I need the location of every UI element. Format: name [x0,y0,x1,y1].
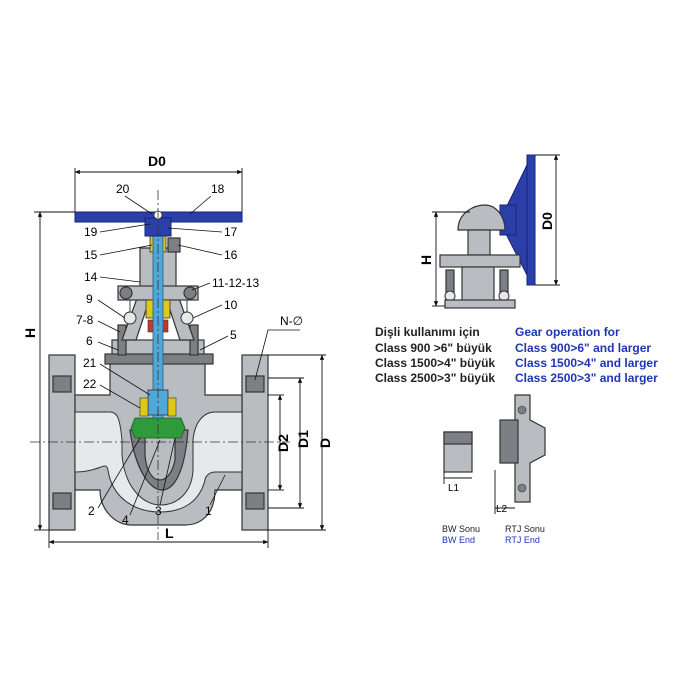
part-20: 20 [116,182,130,196]
d0-gear-label: D0 [539,212,555,230]
part-5: 5 [230,328,237,342]
rtj-end-shape [514,394,546,503]
main-valve [30,190,290,540]
part-10: 10 [224,298,238,312]
part-17: 17 [224,225,238,239]
part-22: 22 [83,377,97,391]
part-3: 3 [155,504,162,518]
part-11-12-13: 11-12-13 [212,276,259,290]
part-6: 6 [86,334,93,348]
part-4: 4 [122,513,129,527]
h-gear-label: H [418,255,434,265]
l1-label: L1 [448,483,460,494]
part-18: 18 [211,182,225,196]
n-phi-label: N-∅ [280,314,303,328]
part-labels: 20 18 19 17 16 15 14 11-12-13 9 10 7-8 6… [76,182,259,527]
part-19: 19 [84,225,98,239]
gear-note-en-title: Gear operation for [515,325,620,339]
rtj-end-en: RTJ End [505,535,540,545]
part-2: 2 [88,504,95,518]
rtj-end-tr: RTJ Sonu [505,524,545,534]
gear-note-tr-line-1: Class 900 >6" büyük [375,341,492,355]
end-details: L1 L2 BW Sonu BW End RTJ Sonu RTJ End [442,394,546,545]
gear-note-tr-line-3: Class 2500>3" büyük [375,371,495,385]
part-7-8: 7-8 [76,313,94,327]
flow-passage [74,411,243,513]
gear-operator-sketch: H D0 [418,154,560,309]
gear-note-en-line-3: Class 2500>3" and larger [515,371,658,385]
d0-label: D0 [148,153,166,169]
part-21: 21 [83,356,97,370]
gear-note: Dişli kullanımı için Class 900 >6" büyük… [375,325,658,385]
gear-note-en-line-1: Class 900>6" and larger [515,341,651,355]
l-label: L [165,525,174,541]
gear-note-tr-line-2: Class 1500>4" büyük [375,356,495,370]
d2-label: D2 [275,434,291,452]
main-dimensions: D0 H L D D1 D2 N-∅ [22,153,333,548]
bw-end-en: BW End [442,535,475,545]
gear-note-en-line-2: Class 1500>4" and larger [515,356,658,370]
part-15: 15 [84,248,98,262]
h-label: H [22,328,38,338]
part-1: 1 [205,504,212,518]
d-label: D [317,438,333,448]
bw-end-tr: BW Sonu [442,524,480,534]
part-16: 16 [224,248,238,262]
part-9: 9 [86,292,93,306]
d1-label: D1 [295,430,311,448]
part-14: 14 [84,270,98,284]
gear-note-tr-title: Dişli kullanımı için [375,325,480,339]
l2-label: L2 [496,504,508,515]
